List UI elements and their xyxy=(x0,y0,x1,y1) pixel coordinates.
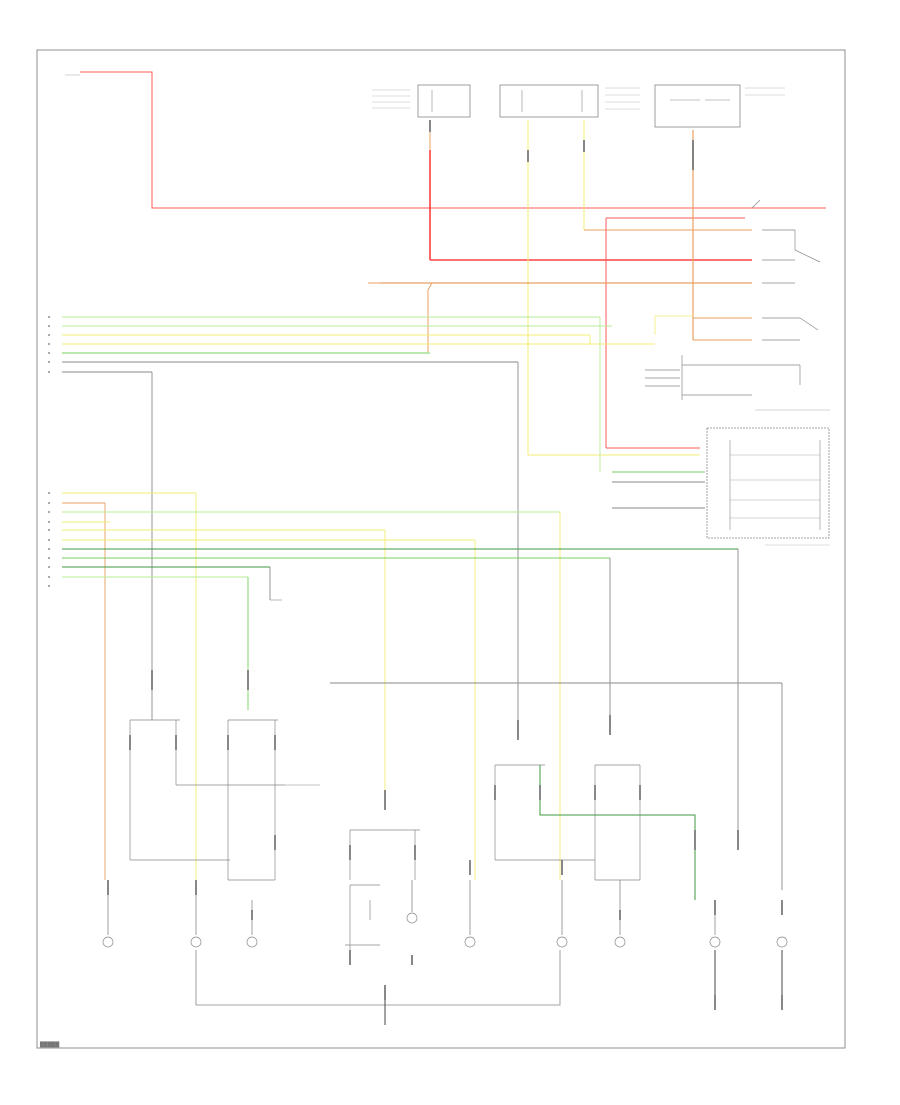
ground-bus-bottom xyxy=(195,950,561,1006)
relay-right-2 xyxy=(594,764,641,881)
connector-bundle-lower xyxy=(62,492,739,880)
page-code: █████ xyxy=(39,1041,59,1048)
relay-left-2 xyxy=(227,719,278,881)
right-switch-group xyxy=(751,199,821,341)
ignition-switch-box xyxy=(654,84,785,128)
connector-markers xyxy=(107,120,783,1010)
diagram-border xyxy=(36,49,846,1049)
relay-365 xyxy=(645,355,801,400)
relay-left-1 xyxy=(129,719,285,861)
top-center-fuse-box xyxy=(499,84,640,118)
pin-number-ticks xyxy=(48,316,50,587)
lamp-row xyxy=(102,912,788,948)
relay-center xyxy=(349,829,420,880)
wire-red-main xyxy=(80,71,826,209)
relay-right-1 xyxy=(494,764,595,861)
top-left-relay-box xyxy=(372,84,471,118)
connector-bundle-upper xyxy=(62,316,655,720)
light-switch-box xyxy=(706,409,830,546)
